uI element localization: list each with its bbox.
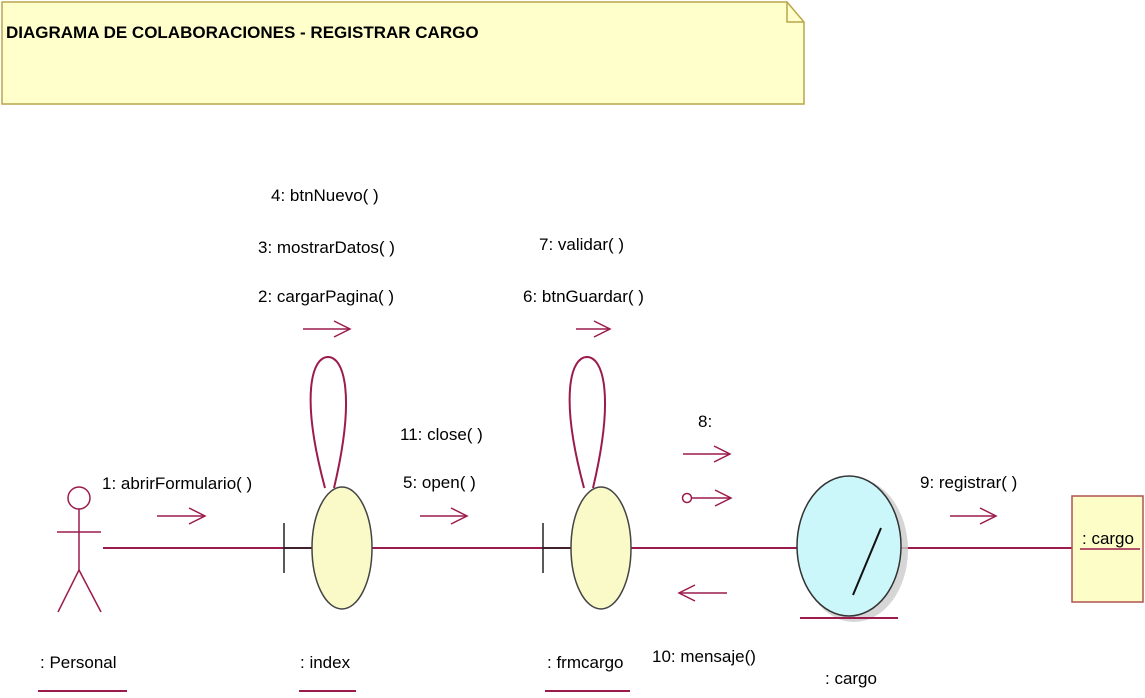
object-label-cargo-entity: : cargo	[1082, 529, 1134, 548]
actor-personal[interactable]	[57, 486, 102, 613]
message-11: 11: close( )	[400, 425, 483, 444]
arrow-message-8-data	[681, 489, 733, 507]
actor-head	[67, 486, 91, 510]
boundary-frmcargo[interactable]	[542, 486, 632, 610]
message-arrows	[157, 320, 998, 602]
message-2: 2: cargarPagina( )	[258, 287, 394, 306]
arrow-message-10	[677, 584, 727, 602]
message-4: 4: btnNuevo( )	[271, 186, 379, 205]
message-labels: 1: abrirFormulario( ) 4: btnNuevo( ) 3: …	[102, 186, 1017, 666]
message-8: 8:	[698, 412, 712, 431]
diagram-title: DIAGRAMA DE COLABORACIONES - REGISTRAR C…	[6, 23, 479, 42]
links	[103, 355, 1072, 549]
diagram-title-note[interactable]: DIAGRAMA DE COLABORACIONES - REGISTRAR C…	[1, 1, 805, 105]
message-7: 7: validar( )	[539, 235, 624, 254]
self-link-frmcargo	[568, 355, 607, 489]
arrow-message-6	[576, 320, 612, 338]
boundary-index[interactable]	[283, 486, 373, 610]
message-1: 1: abrirFormulario( )	[102, 474, 252, 493]
arrow-message-5	[420, 507, 469, 525]
self-link-index	[309, 355, 348, 489]
arrow-message-8	[683, 445, 732, 463]
arrow-message-1	[157, 507, 207, 525]
object-label-cargo-control: : cargo	[825, 669, 877, 688]
message-3: 3: mostrarDatos( )	[258, 238, 395, 257]
object-label-frmcargo: : frmcargo	[547, 653, 624, 672]
object-label-personal: : Personal	[40, 653, 117, 672]
object-label-index: : index	[300, 653, 351, 672]
control-cargo[interactable]	[796, 475, 908, 622]
message-5: 5: open( )	[403, 473, 476, 492]
message-10: 10: mensaje()	[652, 647, 756, 666]
arrow-message-2	[303, 320, 352, 338]
data-token-icon	[681, 492, 693, 504]
message-6: 6: btnGuardar( )	[523, 287, 644, 306]
arrow-message-9	[950, 507, 998, 525]
message-9: 9: registrar( )	[920, 473, 1017, 492]
